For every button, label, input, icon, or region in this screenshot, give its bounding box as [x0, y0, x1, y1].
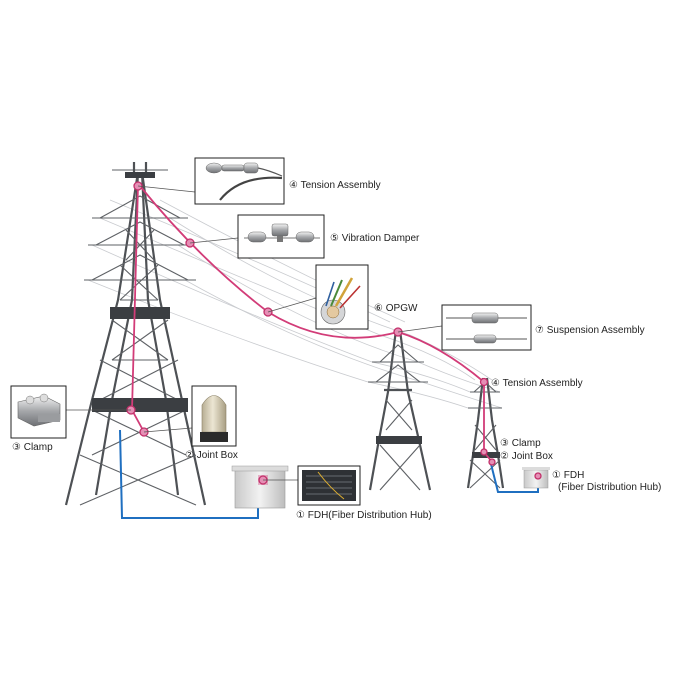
- marker-tension-right: [479, 377, 489, 387]
- fdh-cabinet-left: [231, 465, 289, 509]
- transmission-tower-middle: [368, 329, 432, 491]
- conductor-wires: [87, 199, 503, 409]
- label-fdh-left: ① FDH(Fiber Distribution Hub): [296, 510, 432, 521]
- fdh-inset: [297, 465, 361, 506]
- marker-clamp-right: [480, 448, 488, 456]
- fdh-cabinet-icon: [302, 470, 356, 501]
- label-vibration-damper: ⑤ Vibration Damper: [330, 233, 420, 244]
- transmission-tower-large: [64, 162, 207, 506]
- label-suspension-assembly: ⑦ Suspension Assembly: [535, 325, 645, 336]
- suspension-assembly-inset: [441, 304, 532, 351]
- marker-joint-box-right: [488, 458, 496, 466]
- label-fdh-right-line2: (Fiber Distribution Hub): [558, 482, 661, 493]
- opgw-inset: [315, 264, 369, 330]
- tension-assembly-inset: [194, 157, 285, 205]
- label-tension-assembly-right: ④ Tension Assembly: [491, 378, 583, 389]
- callout-lines: [66, 185, 443, 481]
- label-tension-assembly-top: ④ Tension Assembly: [289, 180, 381, 191]
- tower-platform-lower: [92, 398, 188, 412]
- joint-box-icon: [200, 395, 228, 442]
- label-joint-box-left: ② Joint Box: [185, 450, 238, 461]
- label-clamp-left: ③ Clamp: [12, 442, 53, 453]
- opgw-cable-icon: [320, 277, 361, 325]
- label-clamp-right: ③ Clamp: [500, 438, 541, 449]
- label-fdh-right-line1: ① FDH: [552, 470, 584, 481]
- transmission-tower-small: [466, 377, 505, 489]
- marker-fdh-right: [534, 472, 542, 480]
- vibration-damper-icon: [244, 223, 320, 243]
- tension-assembly-icon: [205, 162, 283, 201]
- tower-platform-upper: [110, 307, 170, 319]
- vibration-damper-inset: [237, 214, 325, 259]
- label-joint-box-right: ② Joint Box: [500, 451, 553, 462]
- middle-tower-platform: [376, 436, 422, 444]
- joint-box-inset: [191, 385, 237, 447]
- label-opgw: ⑥ OPGW: [374, 303, 418, 314]
- clamp-icon: [17, 393, 61, 427]
- clamp-inset: [10, 385, 67, 439]
- suspension-assembly-icon: [446, 312, 527, 344]
